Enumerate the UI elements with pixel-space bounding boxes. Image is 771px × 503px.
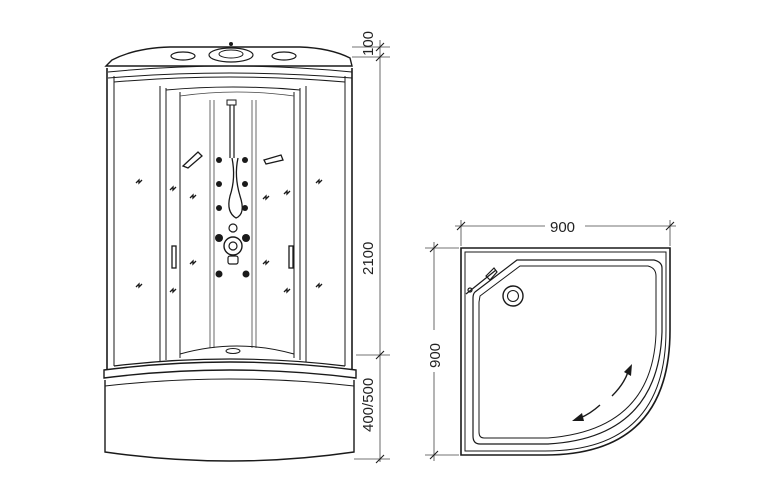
back-jet	[216, 181, 222, 187]
control-panel	[215, 223, 250, 278]
back-jet	[242, 181, 248, 187]
back-jet	[216, 205, 222, 211]
cabin-frame	[106, 68, 353, 370]
door-handle-right	[288, 245, 294, 269]
tray-top-view	[460, 247, 671, 456]
height-dimensions: 100 2100 400/500	[352, 31, 390, 464]
back-jet	[216, 157, 222, 163]
door-handle-left	[171, 245, 177, 269]
roof-light-left	[170, 51, 196, 61]
cabin-roof	[104, 42, 353, 79]
dim-top-cap: 100	[360, 31, 377, 56]
shelf-left	[181, 151, 203, 169]
shelf-right	[263, 154, 284, 165]
drain	[225, 348, 241, 354]
back-panel	[113, 91, 346, 367]
door-direction-arrows	[572, 364, 632, 421]
shower-rail	[226, 99, 237, 106]
cabin-tray-apron	[103, 361, 357, 462]
dim-tray-width: 900	[550, 219, 575, 236]
shower-cabin-front-view	[103, 42, 357, 462]
tray-dimensions: 900 900	[425, 219, 676, 461]
tray-drain	[502, 285, 524, 307]
dim-tray-depth: 900	[427, 343, 444, 368]
side-jets	[135, 178, 323, 294]
roof-light-right	[271, 51, 297, 61]
dim-total-height: 2100	[360, 242, 377, 275]
dim-tray-height: 400/500	[360, 378, 377, 432]
back-jet	[242, 157, 248, 163]
shower-hose	[228, 157, 243, 219]
roof-speaker	[208, 47, 254, 63]
back-jet	[242, 205, 248, 211]
